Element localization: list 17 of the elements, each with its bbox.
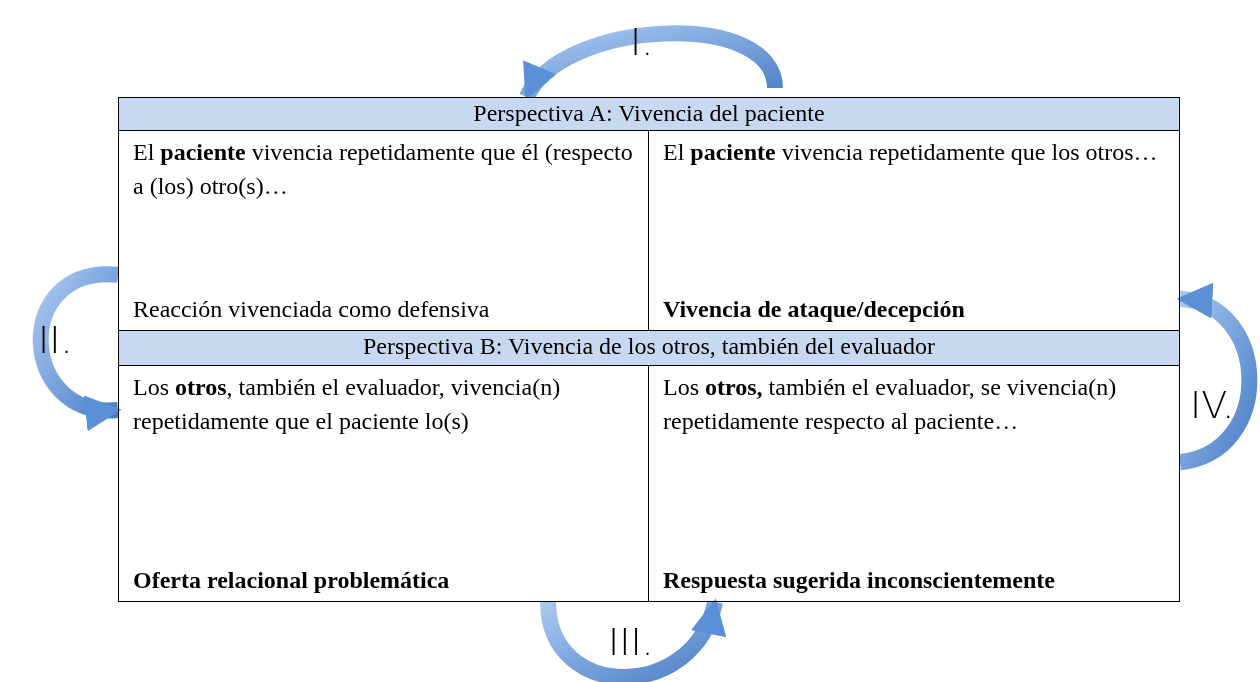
cell-text: Los otros, también el evaluador, se vivencia(n) repetidamente respecto al paciente… [663, 373, 1118, 436]
curved-arrow [540, 598, 723, 682]
table-cell [648, 365, 1180, 602]
header-band [118, 97, 1180, 131]
cell-text: El paciente vivencia repetidamente que los otros… [663, 138, 1159, 167]
cell-conclusion: Vivencia de ataque/decepción [663, 295, 966, 324]
cell-conclusion: Oferta relacional problemática [133, 566, 451, 595]
header-text: Perspectiva A: Vivencia del paciente [472, 99, 826, 128]
table-cell [118, 365, 649, 602]
header-band [118, 330, 1180, 366]
cell-text: El paciente vivencia repetidamente que él (respecto a (los) otro(s)… [133, 138, 634, 201]
cell-conclusion: Respuesta sugerida inconscientemente [663, 566, 1056, 595]
cell-conclusion: Reacción vivenciada como defensiva [133, 295, 491, 324]
cell-text: Los otros, también el evaluador, vivencia(n) repetidamente que el paciente lo(s) [133, 373, 562, 436]
edge-label: I. [630, 20, 654, 64]
header-text: Perspectiva B: Vivencia de los otros, también del evaluador [362, 332, 936, 361]
edge-label: III. [608, 620, 654, 664]
